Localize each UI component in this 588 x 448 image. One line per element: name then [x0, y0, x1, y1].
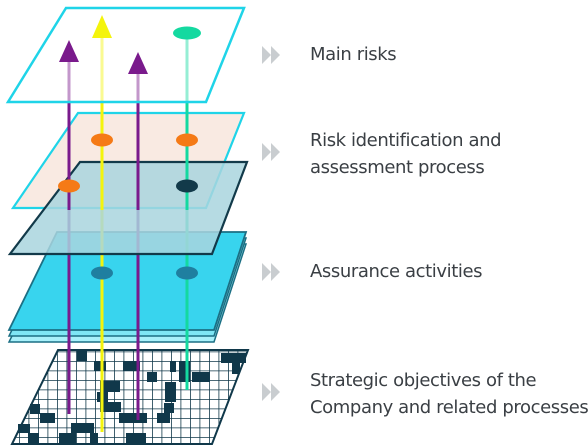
chevron-main-risks-icon — [262, 46, 280, 64]
label-strategic-objectives-line-1: Strategic objectives of the — [310, 370, 537, 391]
main-risks-layer — [5, 6, 246, 104]
risk-identification-layer — [7, 111, 249, 256]
chevron-assurance-icon — [262, 263, 280, 281]
strategic-objectives-grid-layer — [10, 349, 250, 445]
risk-id-node-orange-right — [176, 133, 198, 147]
label-main-risks-line-1: Main risks — [310, 44, 397, 65]
label-risk-identification-line-1: Risk identification and — [310, 130, 502, 151]
label-strategic-objectives: Strategic objectives of the Company and … — [310, 367, 588, 421]
label-assurance-activities-line-1: Assurance activities — [310, 261, 483, 282]
purple-middle-arrowhead-icon — [128, 52, 148, 74]
assurance-node-right — [176, 266, 198, 280]
yellow-arrowhead-icon — [92, 15, 112, 38]
chevron-strategic-objectives-icon — [262, 383, 280, 401]
label-assurance-activities: Assurance activities — [310, 258, 483, 285]
risk-id-node-orange-left — [58, 179, 80, 193]
label-strategic-objectives-line-2: Company and related processes — [310, 397, 588, 418]
risk-id-node-orange-center — [91, 133, 113, 147]
label-risk-identification: Risk identification and assessment proce… — [310, 127, 502, 181]
purple-left-arrowhead-icon — [59, 40, 79, 62]
risk-id-node-dark-right — [176, 179, 198, 193]
chevron-group — [262, 46, 280, 401]
assurance-node-left — [91, 266, 113, 280]
chevron-risk-identification-icon — [262, 143, 280, 161]
grid-dark-blocks — [18, 350, 246, 444]
label-main-risks: Main risks — [310, 41, 397, 68]
main-risks-node-green — [173, 26, 201, 40]
label-risk-identification-line-2: assessment process — [310, 157, 485, 178]
